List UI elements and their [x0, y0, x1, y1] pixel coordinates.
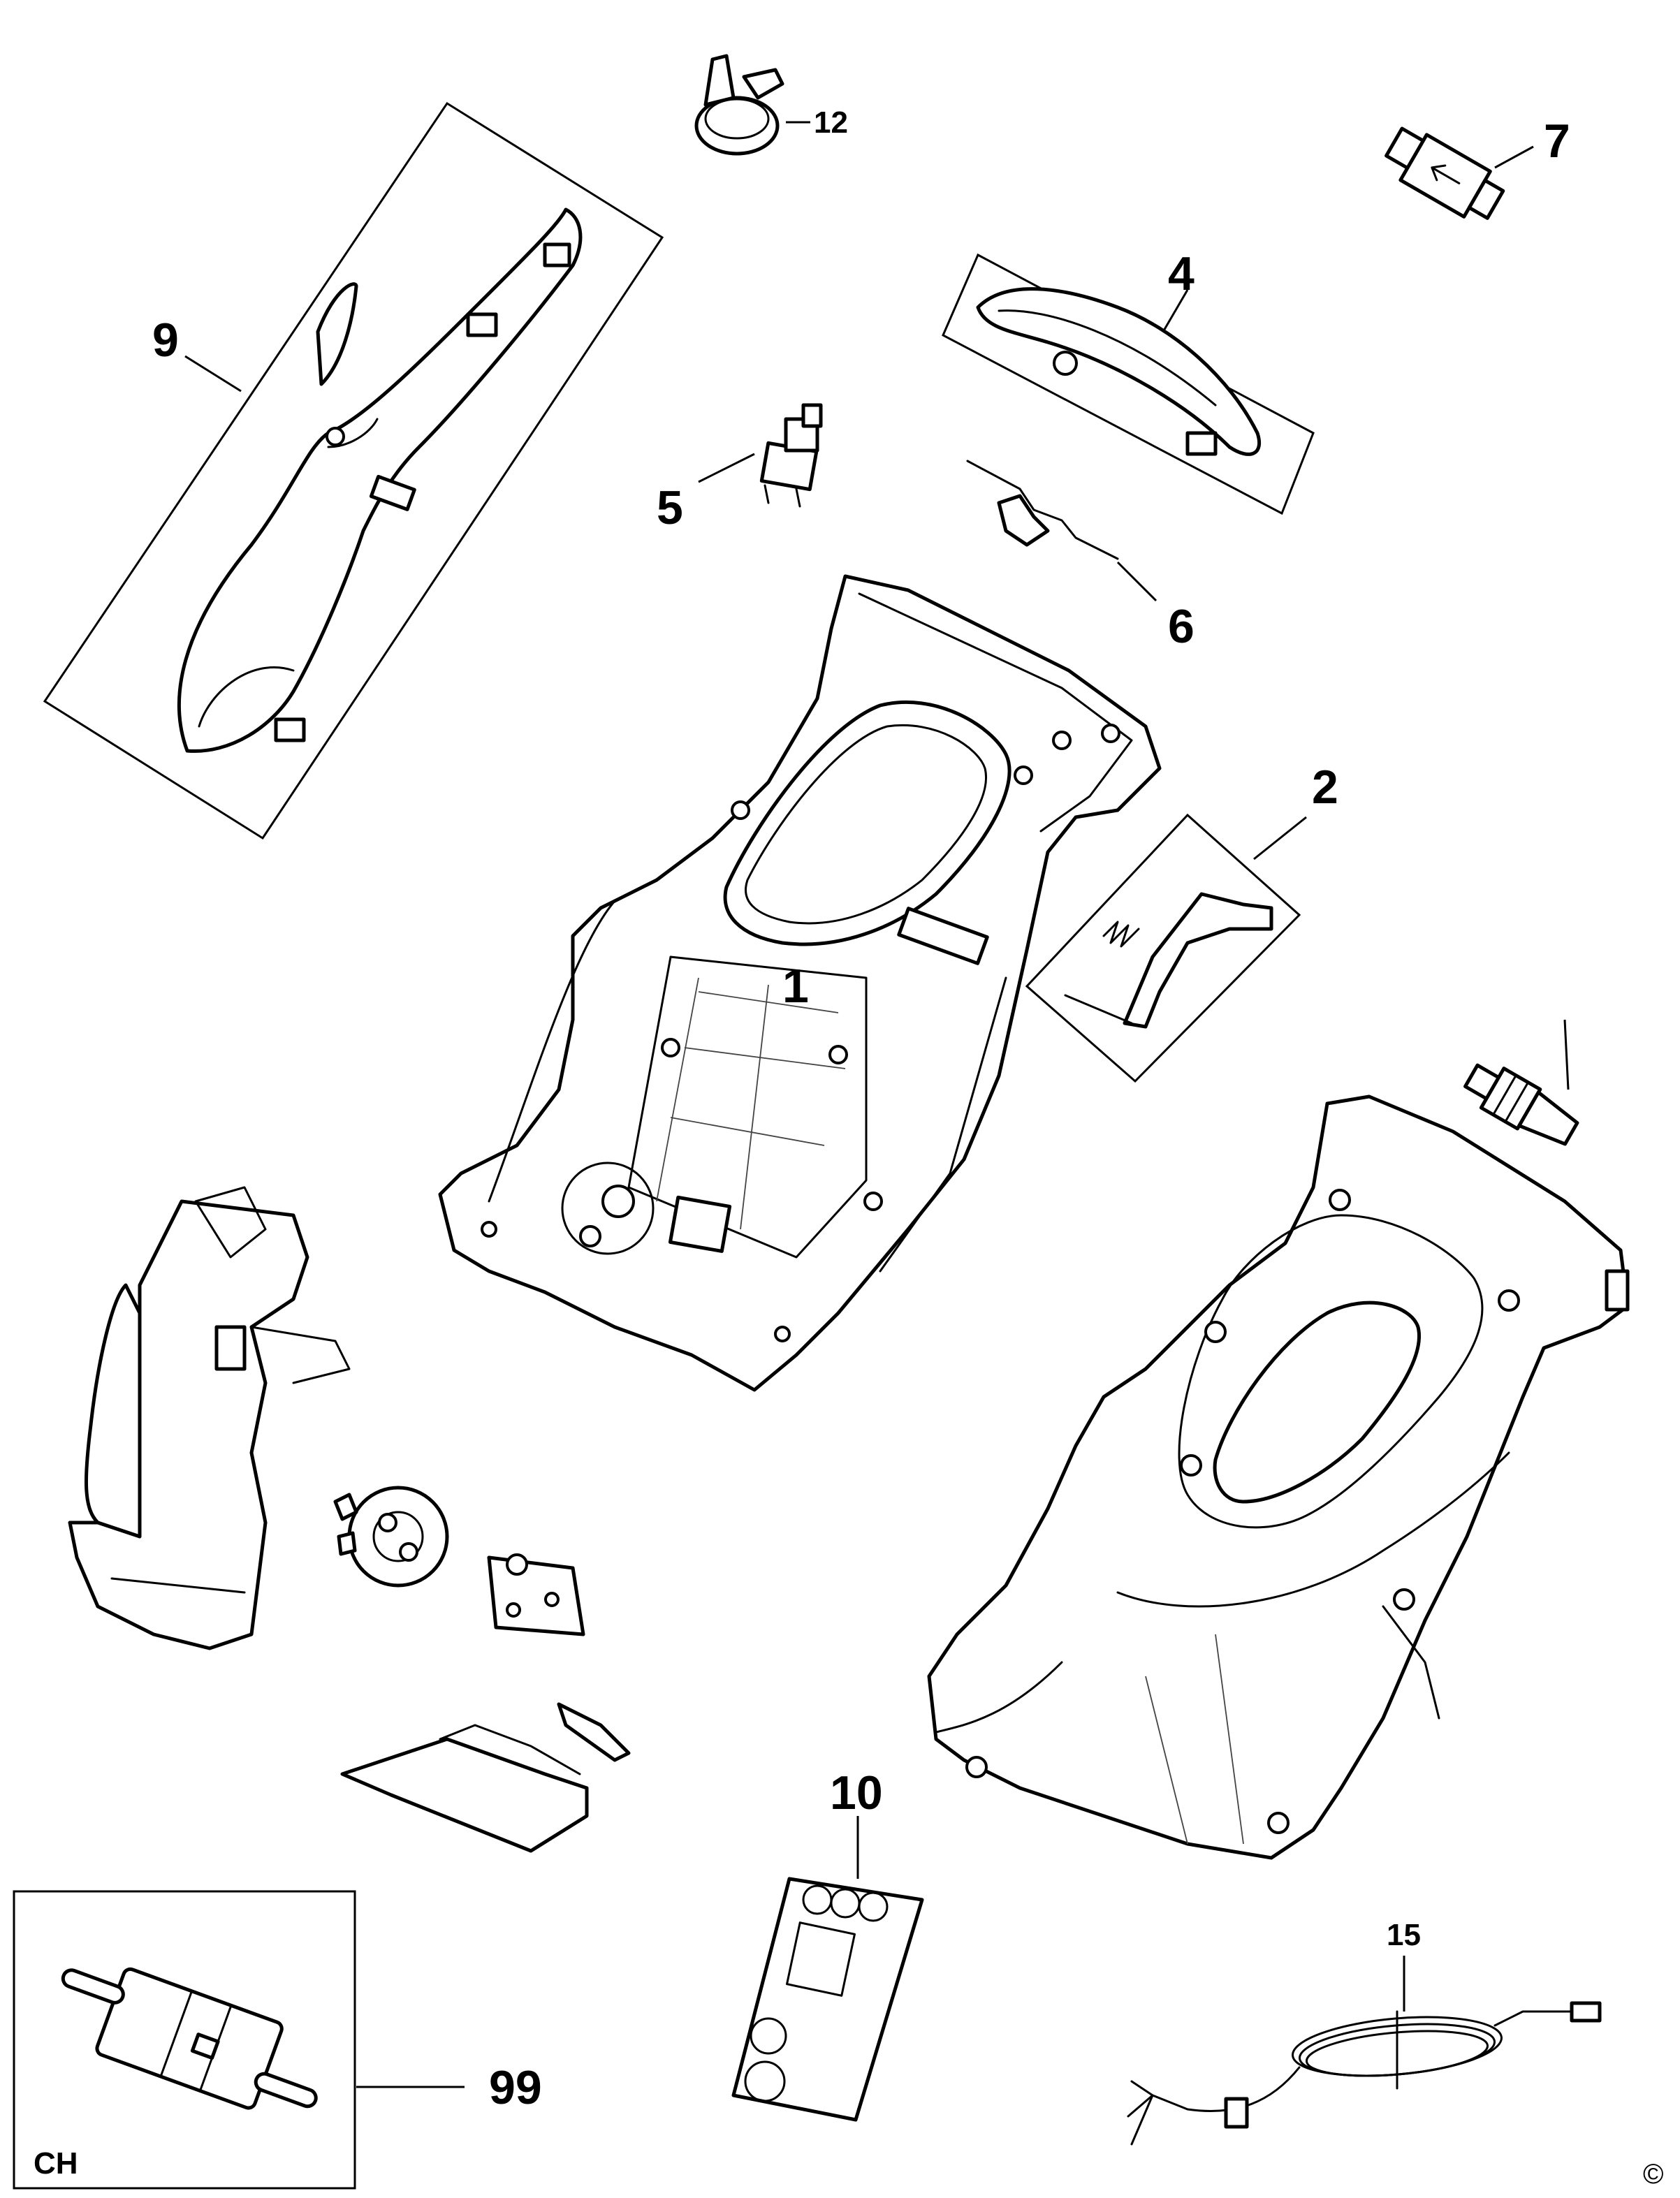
- callout-6: 6: [1168, 600, 1195, 653]
- callout-15: 15: [1387, 1918, 1421, 1952]
- part-6-spring-clip: [966, 460, 1157, 602]
- callout-2: 2: [1312, 761, 1338, 814]
- switch-plate: [487, 1553, 585, 1636]
- part-5-switch: [698, 403, 823, 508]
- base-cover: [340, 1702, 631, 1853]
- part-12-clip: [694, 54, 810, 156]
- outer-housing-shell: [927, 1094, 1630, 1860]
- part-99-plug: [13, 1890, 465, 2190]
- part-1-hose-connector: [1463, 1019, 1579, 1146]
- callout-1: 1: [782, 960, 809, 1013]
- callout-10: 10: [830, 1766, 883, 1819]
- valve-disc: [333, 1486, 449, 1588]
- callout-9: 9: [152, 314, 179, 367]
- callout-12: 12: [814, 105, 848, 140]
- pump-housing: [68, 1186, 351, 1650]
- part-15-power-cord: [1127, 1956, 1602, 2146]
- copyright-mark: ©: [1643, 2159, 1663, 2190]
- callout-4: 4: [1168, 247, 1195, 300]
- central-housing-inner: [438, 574, 1162, 1392]
- part-4-trigger: [942, 253, 1315, 515]
- callout-5: 5: [657, 481, 683, 534]
- part-10-circuit-board: [731, 1816, 924, 2122]
- part-7-connector: [1385, 126, 1534, 220]
- part-9-handle-cover: [43, 101, 664, 840]
- region-label: CH: [34, 2146, 78, 2181]
- callout-7: 7: [1544, 115, 1570, 168]
- leader-9: [184, 355, 242, 393]
- callout-99: 99: [489, 2061, 542, 2114]
- part-2-lever: [1025, 813, 1307, 1083]
